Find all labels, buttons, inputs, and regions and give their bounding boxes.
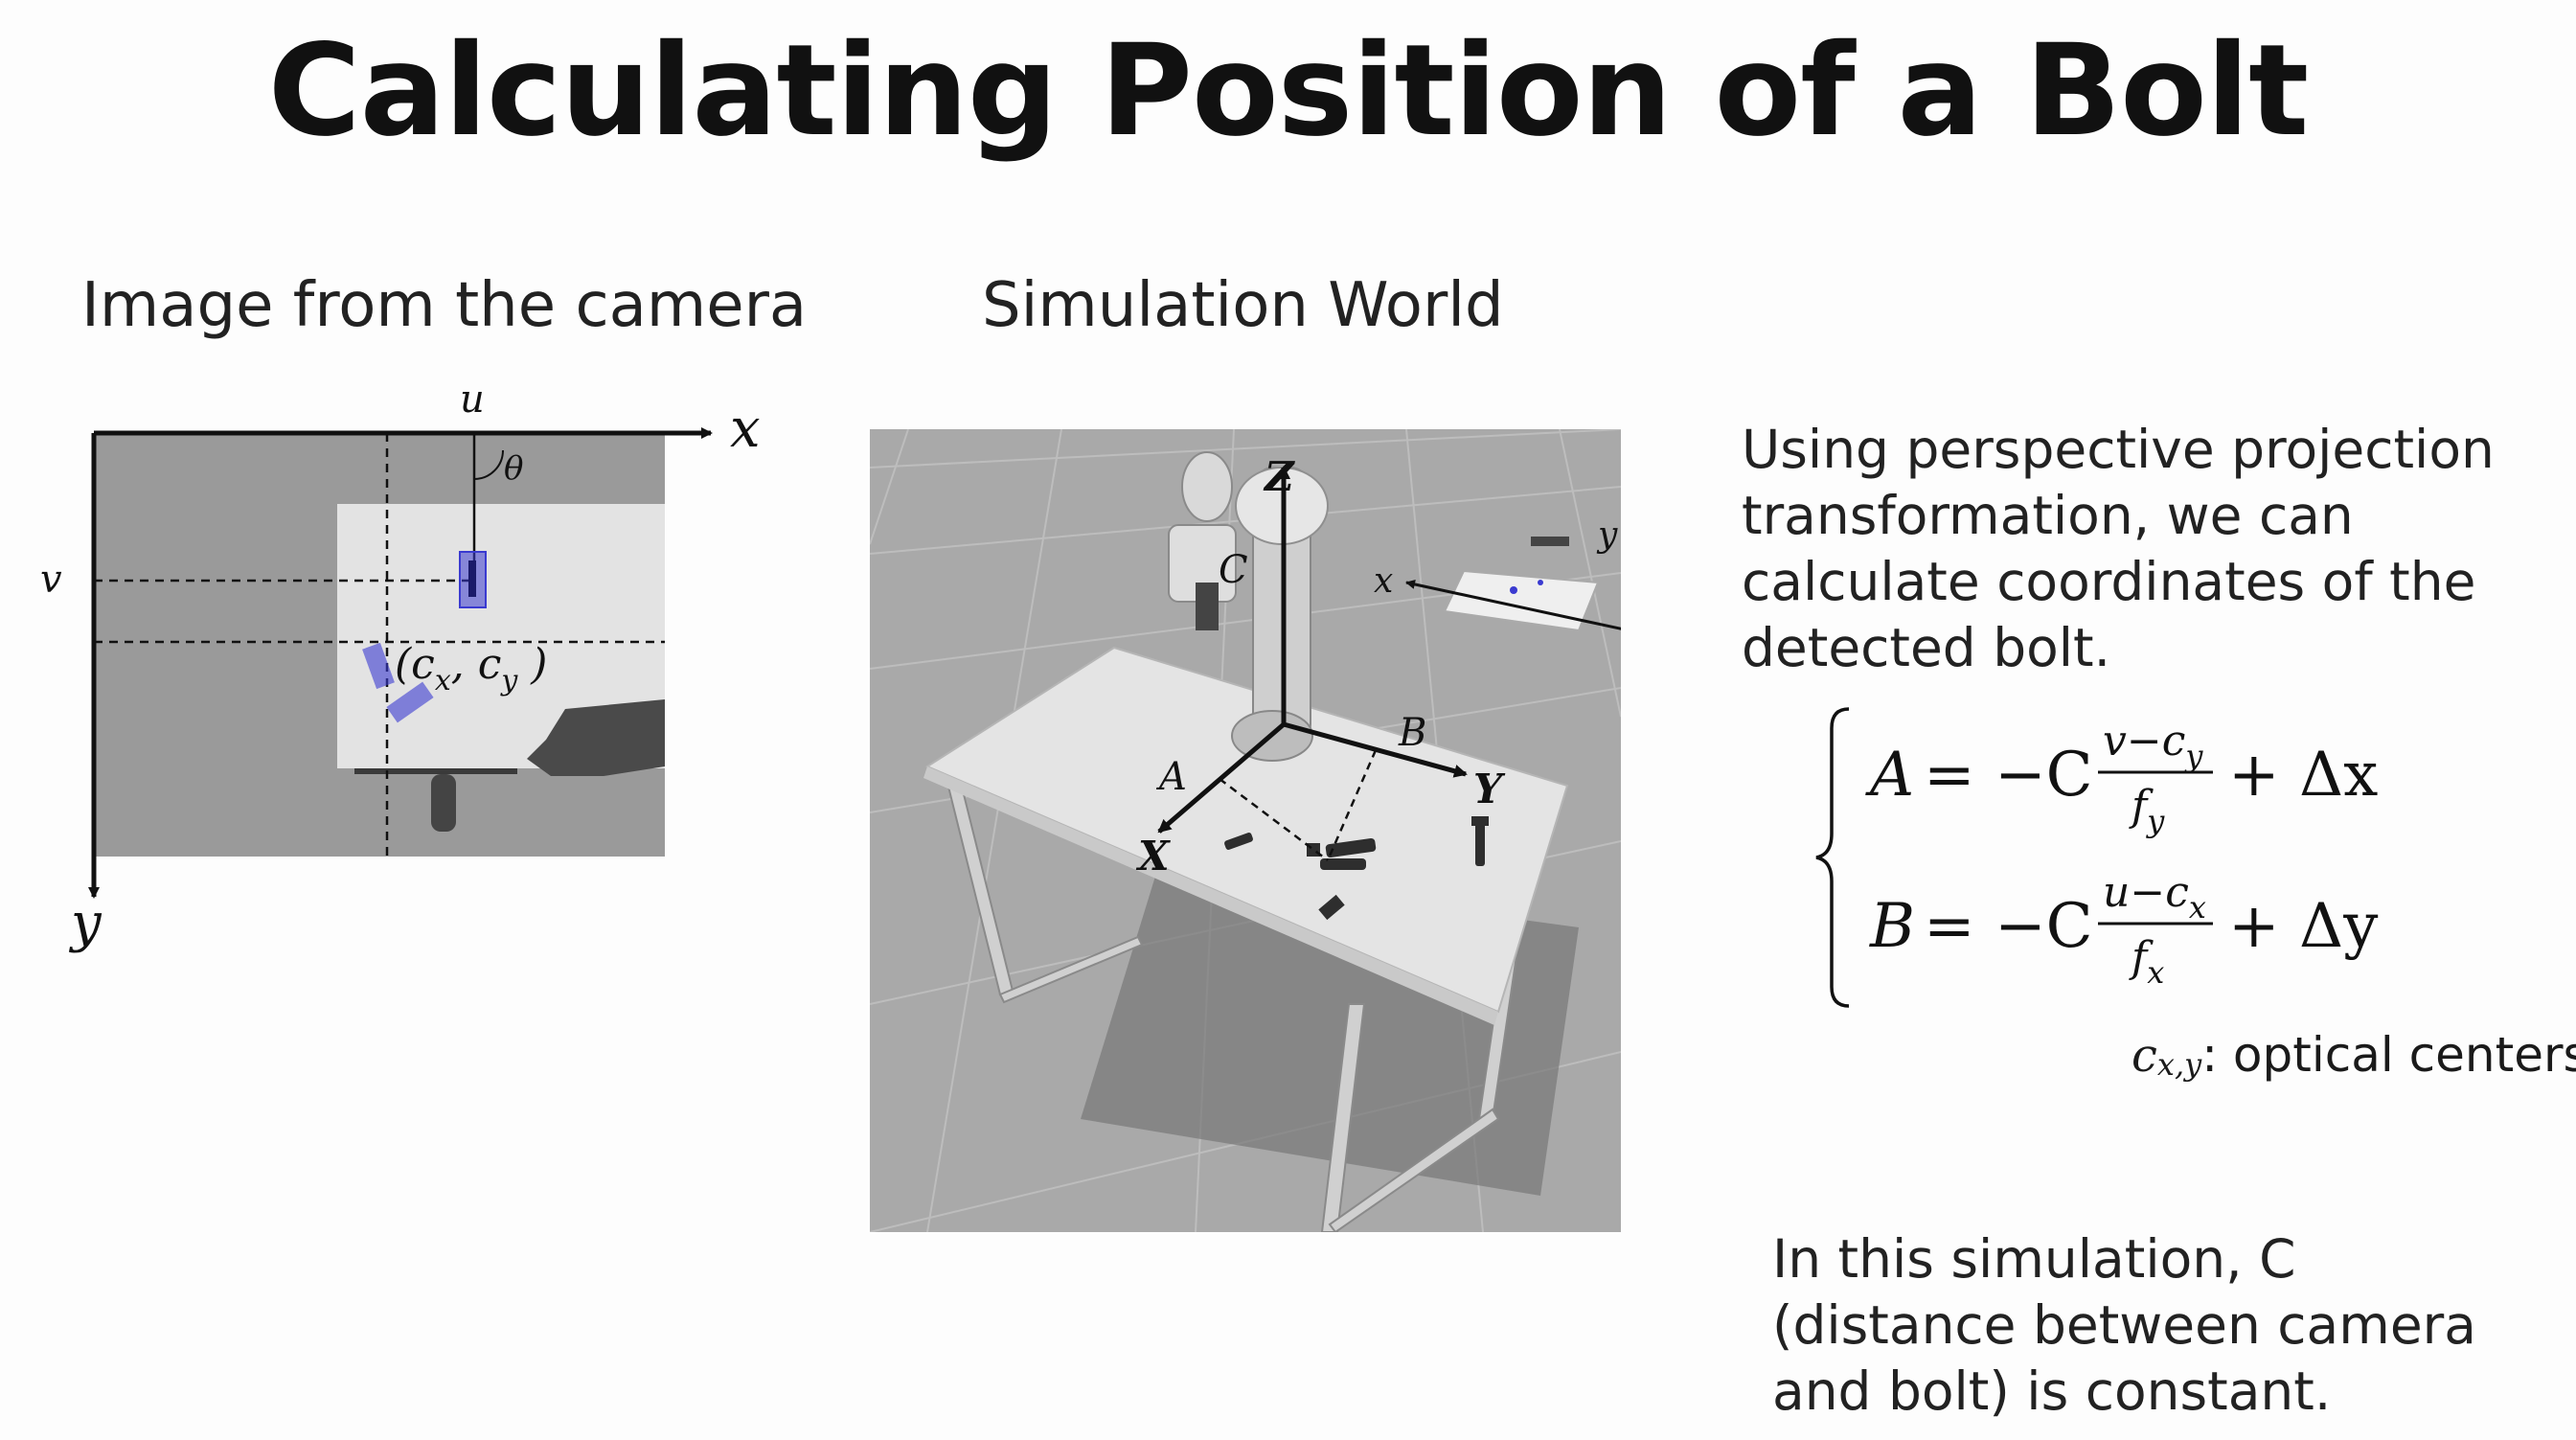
world-y-label: Y (1473, 766, 1506, 812)
x-axis-label: x (730, 398, 761, 460)
footnote-symbol: c (2131, 1029, 2157, 1083)
world-x-label: X (1135, 833, 1171, 880)
bolt-highlight-2 (362, 642, 395, 690)
projection-equations: A = −C v−cy fy + Δx B = −C u−cx fx + Δy (1815, 707, 2378, 1008)
left-brace (1815, 707, 1850, 1008)
svg-text:+ Δx: + Δx (2228, 740, 2378, 811)
equation-b: B = −C u−cx fx + Δy (1869, 868, 2378, 991)
footnote-subscript: x,y (2156, 1046, 2202, 1084)
bolt-highlight-3 (386, 681, 434, 723)
label-a: A (1155, 755, 1187, 799)
theta-arc (473, 449, 504, 480)
guide-b (1326, 749, 1378, 861)
guide-a (1219, 778, 1329, 861)
svg-text:fy: fy (2129, 782, 2165, 839)
table-front-edge (923, 766, 1498, 1025)
svg-text:= −C: = −C (1924, 740, 2093, 811)
svg-text:A: A (1865, 740, 1914, 811)
footnote-text: : optical centers (2201, 1027, 2576, 1083)
world-x-axis (1157, 722, 1286, 834)
camera-x-label: x (1374, 561, 1393, 601)
camera-y-label: y (1596, 515, 1618, 555)
bolt-1 (468, 560, 476, 597)
world-y-axis (1283, 721, 1468, 778)
theta-label: θ (504, 449, 523, 488)
optical-center-label: (cx, cy ) (395, 640, 547, 697)
optical-center-footnote: cx,y: optical centers (2131, 1027, 2576, 1083)
camera-image-diagram: x y u v θ (cx, cy ) (40, 377, 761, 954)
simulation-world-render: Z X Y A B C x y (870, 429, 1621, 1232)
gripper-shadow (527, 699, 665, 776)
constant-distance-note: In this simulation, C (distance between … (1772, 1228, 2476, 1422)
bolts (1224, 816, 1489, 921)
robot-arm (1168, 451, 1329, 762)
y-axis-label: y (68, 892, 103, 954)
svg-text:= −C: = −C (1924, 891, 2093, 962)
v-label: v (40, 558, 62, 602)
table-edge (354, 768, 517, 774)
camera-panel-heading: Image from the camera (81, 270, 808, 341)
svg-text:B: B (1869, 891, 1915, 962)
equation-a: A = −C v−cy fy + Δx (1865, 717, 2378, 839)
slide-title: Calculating Position of a Bolt (267, 17, 2309, 165)
table-leg-shadow (431, 774, 456, 832)
label-c: C (1219, 548, 1248, 592)
explanation-text: Using perspective projection transformat… (1742, 419, 2495, 678)
camera-x-axis (1405, 580, 1621, 630)
label-b: B (1398, 711, 1426, 755)
svg-text:v−cy: v−cy (2103, 717, 2203, 774)
u-label: u (460, 377, 485, 422)
world-panel-heading: Simulation World (982, 270, 1504, 341)
svg-text:u−cx: u−cx (2103, 868, 2206, 926)
svg-text:fx: fx (2129, 933, 2164, 991)
svg-text:+ Δy: + Δy (2228, 891, 2378, 962)
world-z-label: Z (1263, 453, 1295, 500)
